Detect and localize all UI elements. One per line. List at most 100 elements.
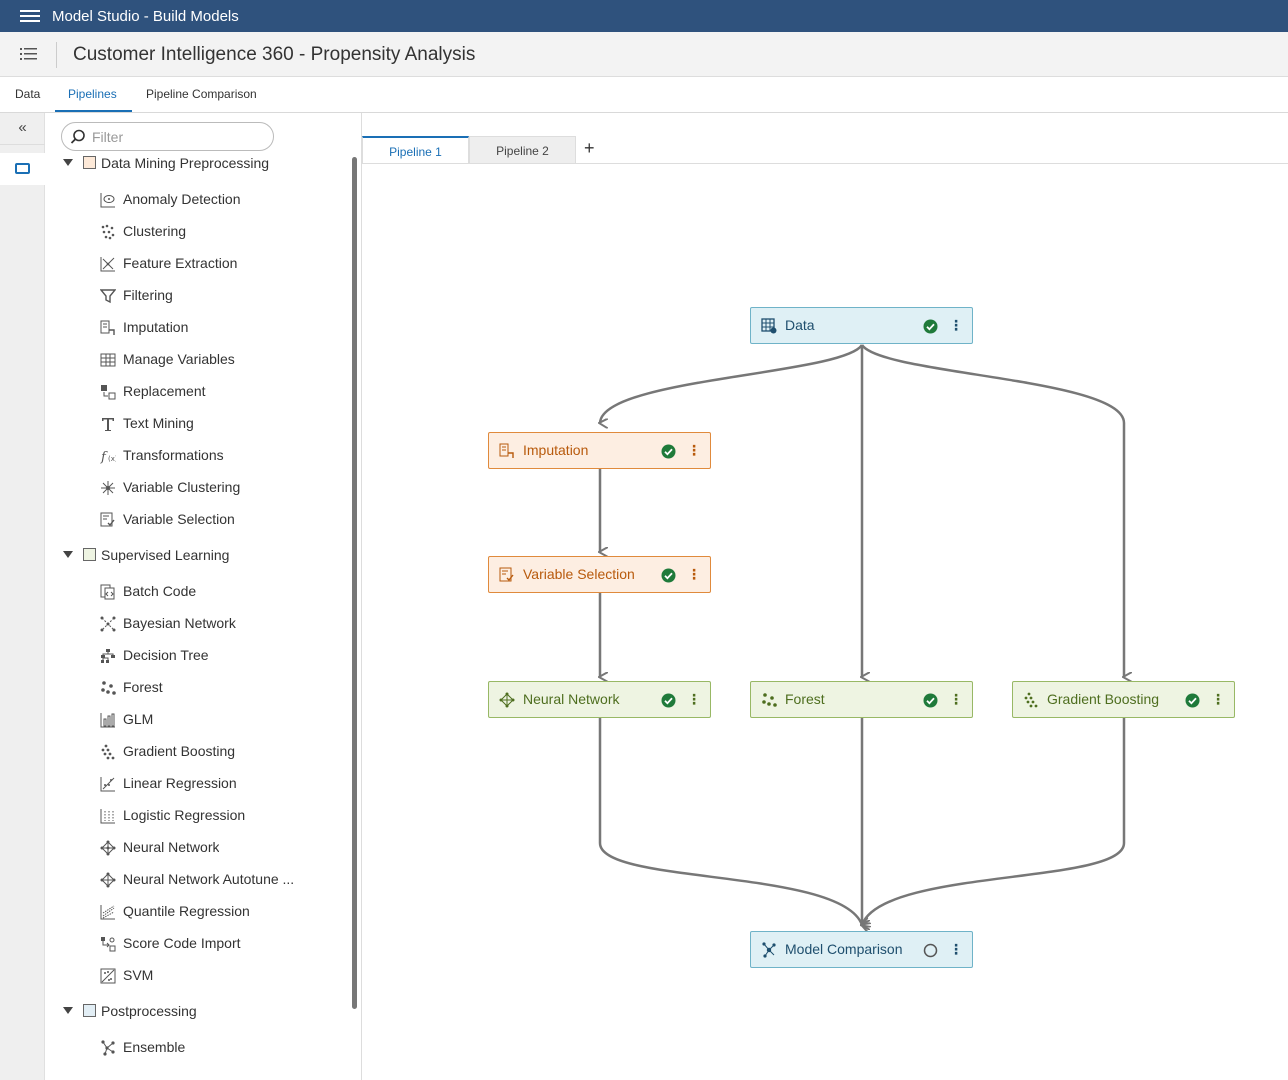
feature-extraction-icon [100,257,115,272]
linear-regression-icon [100,777,115,792]
check-circle-icon [923,319,938,334]
tab-pipeline-comparison[interactable]: Pipeline Comparison [146,87,257,101]
node-item-quantile-regression[interactable]: Quantile Regression [100,903,350,923]
node-item-feature-extraction[interactable]: Feature Extraction [100,255,350,275]
node-item-clustering[interactable]: Clustering [100,223,350,243]
more-options-icon[interactable]: ⋮ [687,691,701,707]
project-header: Customer Intelligence 360 - Propensity A… [0,32,1288,77]
list-icon[interactable] [20,46,38,62]
node-item-label: Ensemble [123,1039,186,1055]
node-label: Data [785,317,815,333]
link-data-to-gradient-boosting [860,344,1124,677]
nodes-panel-button[interactable] [0,153,45,185]
node-item-gradient-boosting[interactable]: Gradient Boosting [100,743,350,763]
pipeline-node-variable-selection[interactable]: Variable Selection ⋮ [488,556,711,593]
tab-pipelines[interactable]: Pipelines [68,87,117,101]
node-item-text-mining[interactable]: Text Mining [100,415,350,435]
node-item-filtering[interactable]: Filtering [100,287,350,307]
pipeline-node-model-comparison[interactable]: Model Comparison ⋮ [750,931,973,968]
node-item-score-code-import[interactable]: Score Code Import [100,935,350,955]
add-pipeline-button[interactable]: + [584,138,595,158]
node-label: Gradient Boosting [1047,691,1160,707]
group-data-mining-preprocessing[interactable]: Data Mining Preprocessing [63,155,313,175]
nodes-icon [15,163,30,174]
node-item-label: Filtering [123,287,173,303]
more-options-icon[interactable]: ⋮ [687,566,701,582]
batch-code-icon [100,584,115,600]
tab-pipeline-2[interactable]: Pipeline 2 [469,136,576,164]
more-options-icon[interactable]: ⋮ [687,442,701,458]
node-item-anomaly-detection[interactable]: Anomaly Detection [100,191,350,211]
search-icon [70,129,85,144]
pipeline-node-gradient-boosting[interactable]: Gradient Boosting ⋮ [1012,681,1235,718]
node-item-neural-network[interactable]: Neural Network [100,839,350,859]
node-item-transformations[interactable]: f(x) Transformations [100,447,350,467]
node-item-forest[interactable]: Forest [100,679,350,699]
variable-clustering-icon [101,481,115,495]
node-item-variable-clustering[interactable]: Variable Clustering [100,479,350,499]
panel-scrollbar[interactable] [352,157,357,1009]
node-item-label: Quantile Regression [123,903,250,919]
collapse-panel-button[interactable]: « [0,113,45,145]
check-circle-icon [923,693,938,708]
pipeline-node-data[interactable]: Data ⋮ [750,307,973,344]
node-item-label: Replacement [123,383,206,399]
node-item-manage-variables[interactable]: Manage Variables [100,351,350,371]
node-item-logistic-regression[interactable]: Logistic Regression [100,807,350,827]
filter-input[interactable] [92,128,267,146]
gradient-boosting-icon [101,744,115,760]
more-options-icon[interactable]: ⋮ [949,941,963,957]
filter-field[interactable] [61,122,274,151]
variable-selection-icon [100,512,115,527]
caret-down-icon [63,551,73,558]
tab-data[interactable]: Data [15,87,41,101]
active-tab-indicator [55,110,132,112]
neural-network-autotune-icon [100,872,116,888]
group-postprocessing[interactable]: Postprocessing [63,1003,313,1023]
pipeline-workspace: Pipeline 1 Pipeline 2 + Data ⋮ Imputatio… [362,113,1288,1080]
group-label: Supervised Learning [101,547,230,563]
node-item-label: Imputation [123,319,189,335]
pipeline-node-forest[interactable]: Forest ⋮ [750,681,973,718]
node-item-variable-selection[interactable]: Variable Selection [100,511,350,531]
model-comparison-icon [762,942,776,958]
bayesian-network-icon [100,616,116,632]
node-item-replacement[interactable]: Replacement [100,383,350,403]
caret-down-icon [63,1007,73,1014]
neural-network-icon [499,692,515,708]
svg-text:f: f [100,450,108,464]
ensemble-icon [101,1040,115,1056]
app-title: Model Studio - Build Models [52,8,239,25]
node-item-batch-code[interactable]: Batch Code [100,583,350,603]
hamburger-menu-icon[interactable] [18,8,42,24]
node-item-label: Decision Tree [123,647,209,663]
node-item-linear-regression[interactable]: Linear Regression [100,775,350,795]
node-label: Variable Selection [523,566,635,582]
more-options-icon[interactable]: ⋮ [1211,691,1225,707]
forest-icon [762,693,777,707]
project-title: Customer Intelligence 360 - Propensity A… [73,44,476,65]
tab-pipeline-1[interactable]: Pipeline 1 [362,136,469,164]
node-item-decision-tree[interactable]: Decision Tree [100,647,350,667]
pipeline-node-imputation[interactable]: Imputation ⋮ [488,432,711,469]
node-item-bayesian-network[interactable]: Bayesian Network [100,615,350,635]
node-item-ensemble[interactable]: Ensemble [100,1039,350,1059]
node-item-label: Gradient Boosting [123,743,236,759]
group-label: Postprocessing [101,1003,197,1019]
more-options-icon[interactable]: ⋮ [949,691,963,707]
node-item-svm[interactable]: SVM [100,967,350,987]
node-item-label: Neural Network Autotune ... [123,871,295,887]
filter-funnel-icon [100,289,116,304]
imputation-icon [100,320,115,335]
node-item-label: Batch Code [123,583,197,599]
node-item-glm[interactable]: GLM [100,711,350,731]
neural-network-icon [100,840,116,856]
node-item-neural-network-autotune[interactable]: Neural Network Autotune ... [100,871,350,891]
group-supervised-learning[interactable]: Supervised Learning [63,547,313,567]
node-item-imputation[interactable]: Imputation [100,319,350,339]
svg-text:(x): (x) [108,455,116,463]
pipeline-node-neural-network[interactable]: Neural Network ⋮ [488,681,711,718]
function-icon: f(x) [100,450,116,464]
node-label: Model Comparison [785,941,903,957]
more-options-icon[interactable]: ⋮ [949,317,963,333]
